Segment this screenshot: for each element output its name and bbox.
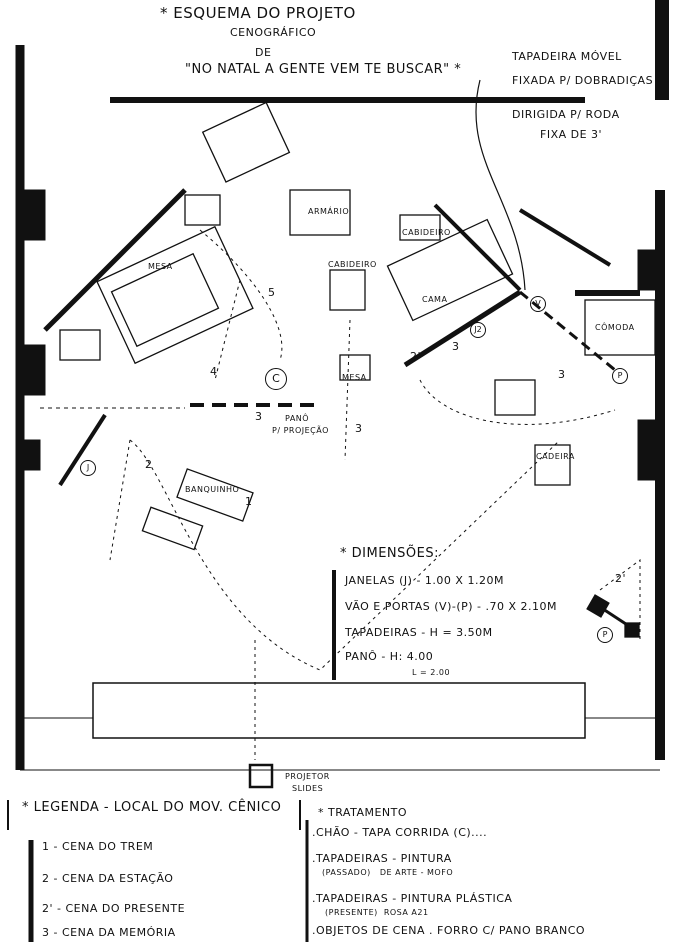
tapadeira-movel <box>403 289 522 368</box>
legend-item: 2 - Cena da estação <box>42 872 174 885</box>
marker-3: 3 <box>255 410 263 423</box>
left-wall-pillar <box>19 344 46 396</box>
label-cama: Cama <box>422 295 448 304</box>
label-armario: Armário <box>308 207 350 216</box>
tapadeira-center <box>433 203 522 292</box>
marker-c: C <box>265 368 287 390</box>
tapadeira-right <box>518 208 612 267</box>
label-mesa: Mesa <box>148 262 173 271</box>
marker-2-prime: 2' <box>410 350 422 363</box>
dimension-item: Janelas (J) - 1.00 x 1.20m <box>345 574 504 587</box>
dimensions-heading: * Dimensões: <box>340 546 439 561</box>
treatment-item: .Objetos de cena . Forro c/ pano branco <box>312 924 586 937</box>
label-cadeira: Cadeira <box>536 452 575 461</box>
title-line-1: * Esquema do Projeto <box>160 4 356 22</box>
marker-4: 4 <box>210 365 218 378</box>
label-pano: Panô <box>285 414 310 423</box>
marker-5: 5 <box>268 286 276 299</box>
title-line-4: "No Natal a gente vem te buscar" * <box>185 62 462 77</box>
title-line-3: de <box>255 46 272 59</box>
note-line-2: fixada p/ dobradiças <box>512 74 654 87</box>
label-cabideiro-right: Cabideiro <box>402 228 451 237</box>
legend-item: 3 - Cena da memória <box>42 926 176 939</box>
title-line-2: Cenográfico <box>230 26 317 39</box>
left-wall-pillar <box>19 439 41 471</box>
marker-j2: J2 <box>470 322 486 338</box>
dimension-pano-l: L = 2.00 <box>412 668 451 677</box>
marker-3: 3 <box>452 340 460 353</box>
marker-p: P <box>612 368 628 384</box>
note-line-3: dirigida p/ roda <box>512 108 620 121</box>
dimension-item: Vão e portas (V)-(P) - .70 x 2.10m <box>345 600 558 613</box>
marker-v: V <box>530 296 546 312</box>
label-mesa-center: Mesa <box>342 373 367 382</box>
treatment-heading: * Tratamento <box>318 806 408 819</box>
marker-1: 1 <box>245 495 253 508</box>
treatment-item: (presente) rosa A21 <box>325 908 429 917</box>
marker-2: 2 <box>145 458 153 471</box>
marker-3: 3 <box>558 368 566 381</box>
marker-3: 3 <box>355 422 363 435</box>
marker-2-prime-door: 2' <box>615 572 627 585</box>
legend-heading: * Legenda - Local do mov. cênico <box>22 800 282 815</box>
treatment-item: .Chão - Tapa corrida (C).... <box>312 826 488 839</box>
note-line-4: fixa de 3' <box>540 128 603 141</box>
treatment-item: .Tapadeiras - Pintura plástica <box>312 892 513 905</box>
legend-item: 1 - Cena do trem <box>42 840 154 853</box>
treatment-item: .Tapadeiras - Pintura <box>312 852 452 865</box>
marker-j: J <box>80 460 96 476</box>
label-cabideiro: Cabideiro <box>328 260 377 269</box>
label-projetor-sub: slides <box>292 784 324 793</box>
note-line-1: Tapadeira móvel <box>512 50 622 63</box>
left-wall-pillar <box>19 189 46 241</box>
label-pano-sub: p/ projeção <box>272 426 329 435</box>
marker-p-door: P <box>597 627 613 643</box>
dimension-item: Tapadeiras - H = 3.50m <box>345 626 493 639</box>
legend-item: 2' - Cena do presente <box>42 902 186 915</box>
label-comoda: Cômoda <box>595 323 635 332</box>
label-projetor: Projetor <box>285 772 330 781</box>
tapadeira-left <box>43 188 187 332</box>
treatment-item: (passado) de arte - mofo <box>322 868 454 877</box>
dimension-item: Panô - H: 4.00 <box>345 650 434 663</box>
window-j <box>58 413 107 487</box>
label-banquinho: Banquinho <box>185 485 240 494</box>
stage-front <box>92 682 586 739</box>
